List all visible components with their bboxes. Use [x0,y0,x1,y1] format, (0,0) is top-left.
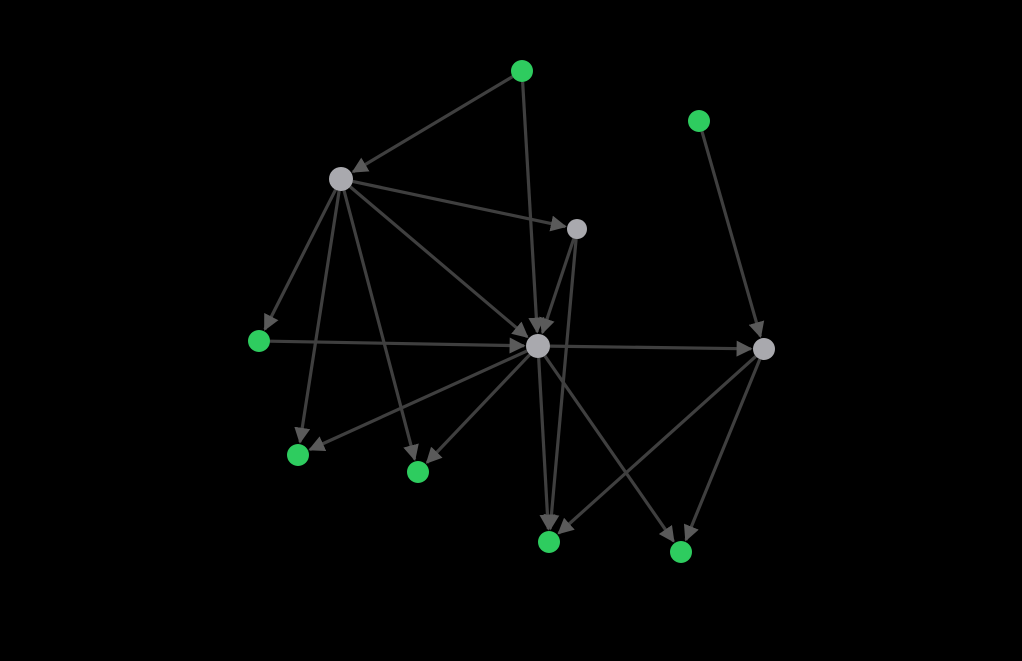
graph-node-n-bottom-mid[interactable] [538,531,560,553]
graph-edge-n-hub-upper-to-n-lower-mid [342,190,419,461]
graph-edge-n-center-to-n-bottom-mid [537,357,556,531]
graph-edge-n-top-to-n-hub-upper [351,75,514,174]
graph-node-n-hub-upper[interactable] [329,167,353,191]
graph-edge-n-center-to-n-lower-mid [425,353,531,464]
graph-edge-n-center-to-n-hub-right [549,340,753,357]
graph-edge-n-hub-right-to-n-bottom-mid [557,355,757,535]
graph-edge-n-top-to-n-center [521,81,545,334]
graph-node-n-hub-right[interactable] [753,338,775,360]
graph-node-n-bottom-right[interactable] [670,541,692,563]
graph-edge-n-hub-upper-to-n-left [263,188,338,331]
edges-layer [263,75,765,543]
graph-edge-n-hub-upper-to-n-center [349,185,529,339]
graph-edge-n-left-to-n-center [269,337,526,354]
graph-edge-n-hub-upper-to-n-hub-small [352,179,567,232]
graph-node-n-lower-left[interactable] [287,444,309,466]
graph-node-n-center[interactable] [526,334,550,358]
graph-edge-n-hub-right-to-n-bottom-right [683,358,762,542]
graph-node-n-top[interactable] [511,60,533,82]
graph-edge-n-hub-upper-to-n-lower-left [294,190,341,444]
graph-edge-n-hub-small-to-n-center [539,237,576,335]
graph-edge-n-topright-to-n-hub-right [700,131,765,339]
graph-node-n-left[interactable] [248,330,270,352]
nodes-layer [248,60,775,563]
graph-edge-n-center-to-n-lower-left [308,349,528,452]
graph-edge-n-center-to-n-bottom-right [543,354,675,543]
graph-node-n-hub-small[interactable] [567,219,587,239]
graph-node-n-lower-mid[interactable] [407,461,429,483]
graph-node-n-topright[interactable] [688,110,710,132]
